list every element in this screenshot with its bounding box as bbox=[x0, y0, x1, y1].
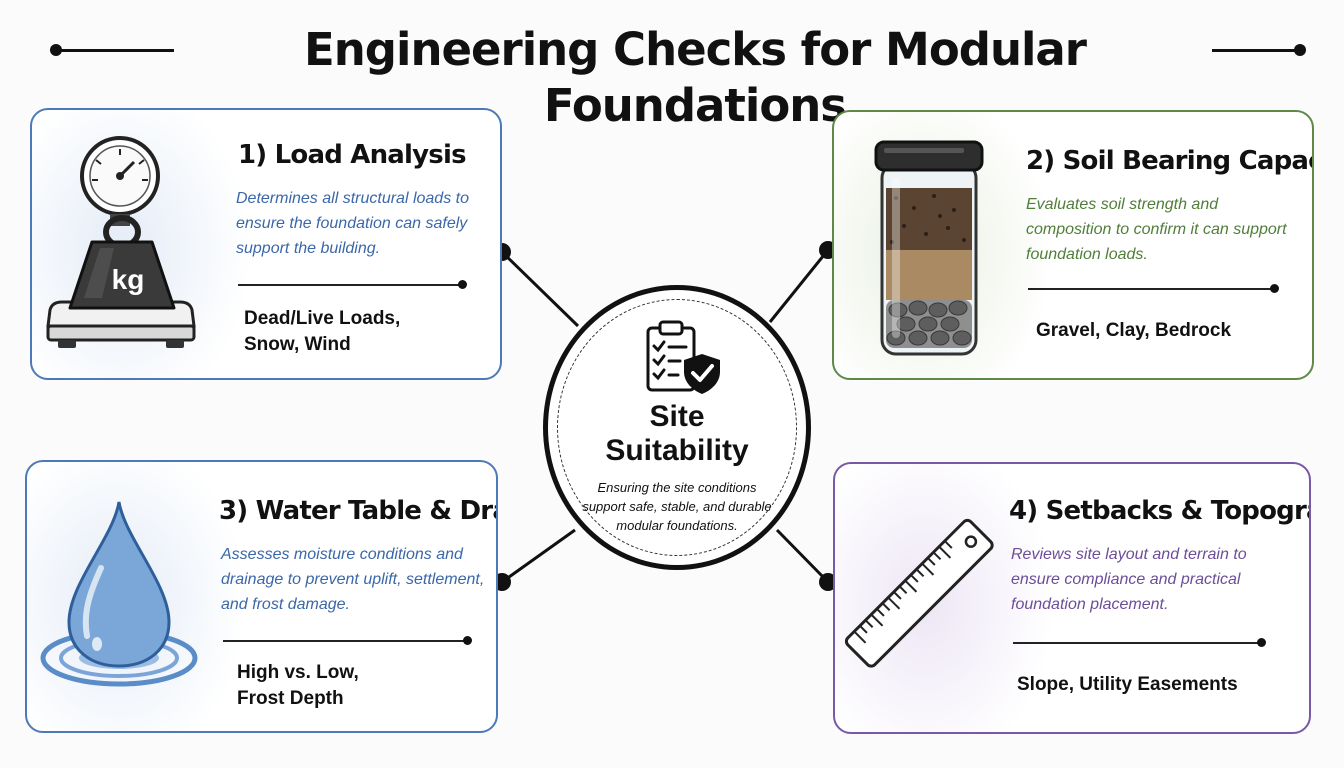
card-setbacks-topography: 4) Setbacks & Topography Reviews site la… bbox=[833, 462, 1311, 734]
card-items-line: Frost Depth bbox=[237, 688, 344, 709]
card-divider-dot bbox=[1270, 284, 1279, 293]
card-description: Determines all structural loads to ensur… bbox=[236, 190, 469, 257]
hub-dashed-ring bbox=[557, 299, 797, 556]
card-divider-dot bbox=[1257, 638, 1266, 647]
card-title: 4) Setbacks & Topography bbox=[1009, 496, 1309, 526]
site-suitability-hub: Site Suitability Ensuring the site condi… bbox=[543, 285, 811, 570]
water-drop-icon bbox=[40, 501, 198, 687]
card-description: Evaluates soil strength and composition … bbox=[1026, 196, 1287, 263]
title-right-rule bbox=[1212, 49, 1300, 52]
page-title: Engineering Checks for Modular Foundatio… bbox=[304, 23, 1087, 132]
card-items: Dead/Live Loads, Snow, Wind bbox=[244, 306, 400, 358]
hub-title: Site Suitability bbox=[548, 400, 806, 468]
card-title: 2) Soil Bearing Capacity bbox=[1026, 146, 1312, 176]
hub-title-line: Suitability bbox=[605, 434, 749, 467]
card-water-table-drainage: 3) Water Table & Drainage Assesses moist… bbox=[25, 460, 498, 733]
card-items: High vs. Low, Frost Depth bbox=[237, 660, 359, 712]
card-items-line: Dead/Live Loads, bbox=[244, 308, 401, 329]
card-divider bbox=[223, 640, 467, 642]
card-items: Gravel, Clay, Bedrock bbox=[1036, 318, 1231, 344]
card-soil-bearing-capacity: 2) Soil Bearing Capacity Evaluates soil … bbox=[832, 110, 1314, 380]
scale-weight-icon bbox=[46, 136, 196, 348]
card-items-line: High vs. Low, bbox=[237, 662, 359, 683]
card-load-analysis: kg 1) Load Analysis Determines all struc… bbox=[30, 108, 502, 380]
connector-setbacks bbox=[775, 528, 830, 584]
card-divider bbox=[238, 284, 464, 286]
card-title: 3) Water Table & Drainage bbox=[219, 496, 496, 526]
connector-load-analysis bbox=[500, 250, 580, 328]
hub-title-line: Site bbox=[649, 400, 705, 433]
ruler-icon bbox=[844, 518, 994, 668]
card-items-line: Gravel, Clay, Bedrock bbox=[1036, 320, 1232, 341]
card-divider-dot bbox=[463, 636, 472, 645]
card-description: Reviews site layout and terrain to ensur… bbox=[1011, 546, 1247, 613]
connector-water-table bbox=[501, 528, 576, 584]
card-divider-dot bbox=[458, 280, 467, 289]
card-background-wash bbox=[835, 464, 1055, 732]
connector-dot-setbacks bbox=[819, 573, 837, 591]
hub-description: Ensuring the site conditions support saf… bbox=[582, 480, 772, 533]
title-row: Engineering Checks for Modular Foundatio… bbox=[0, 18, 1344, 132]
connector-soil-bearing bbox=[768, 249, 830, 323]
card-items-line: Snow, Wind bbox=[244, 334, 351, 355]
card-items: Slope, Utility Easements bbox=[1017, 672, 1238, 698]
card-divider bbox=[1028, 288, 1276, 290]
soil-sample-jar-icon bbox=[874, 140, 984, 356]
card-items-line: Slope, Utility Easements bbox=[1017, 674, 1238, 695]
weight-label: kg bbox=[111, 264, 145, 295]
title-left-rule bbox=[56, 49, 174, 52]
card-description: Assesses moisture conditions and drainag… bbox=[221, 546, 485, 613]
card-title: 1) Load Analysis bbox=[238, 140, 467, 170]
title-right-dot bbox=[1294, 44, 1306, 56]
clipboard-shield-icon bbox=[646, 320, 720, 394]
card-divider bbox=[1013, 642, 1263, 644]
